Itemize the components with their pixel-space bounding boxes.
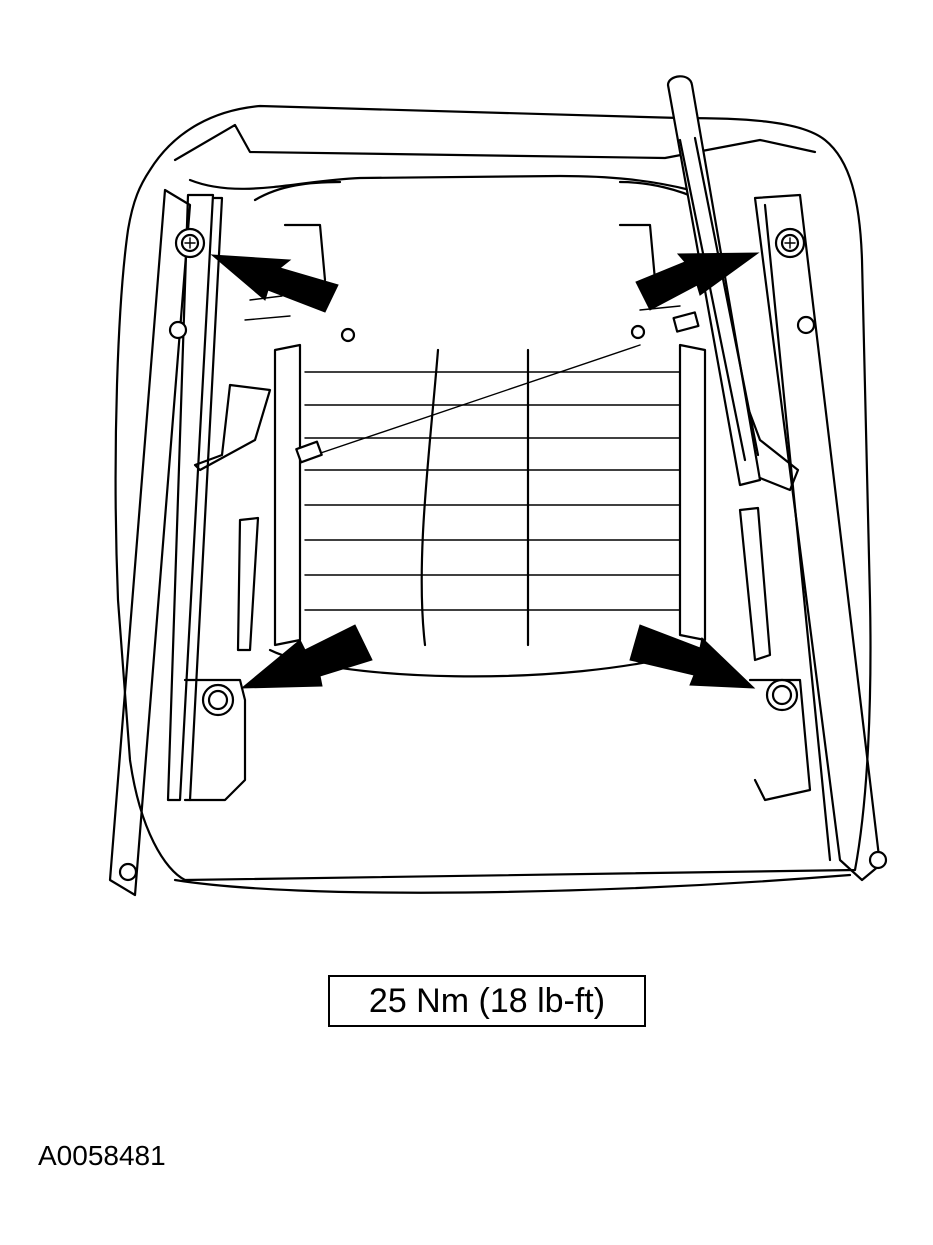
figure-id: A0058481 <box>38 1140 166 1171</box>
torque-callout: 25 Nm (18 lb-ft) <box>328 975 646 1027</box>
rear-left-bolt <box>201 683 235 717</box>
front-right-bolt <box>774 227 806 259</box>
torque-callout-text: 25 Nm (18 lb-ft) <box>368 981 606 1020</box>
arrow-front-left <box>210 254 339 313</box>
left-seat-track <box>108 188 272 897</box>
front-left-bolt <box>174 227 206 259</box>
seat-cushion-outline <box>114 104 872 894</box>
rear-right-bolt <box>765 678 799 712</box>
spring-grid <box>273 311 707 647</box>
track-studs <box>118 315 888 882</box>
arrow-rear-right <box>629 624 756 689</box>
arrow-rear-left <box>240 624 373 689</box>
arrow-front-right <box>635 252 760 311</box>
right-seat-track <box>738 193 882 882</box>
